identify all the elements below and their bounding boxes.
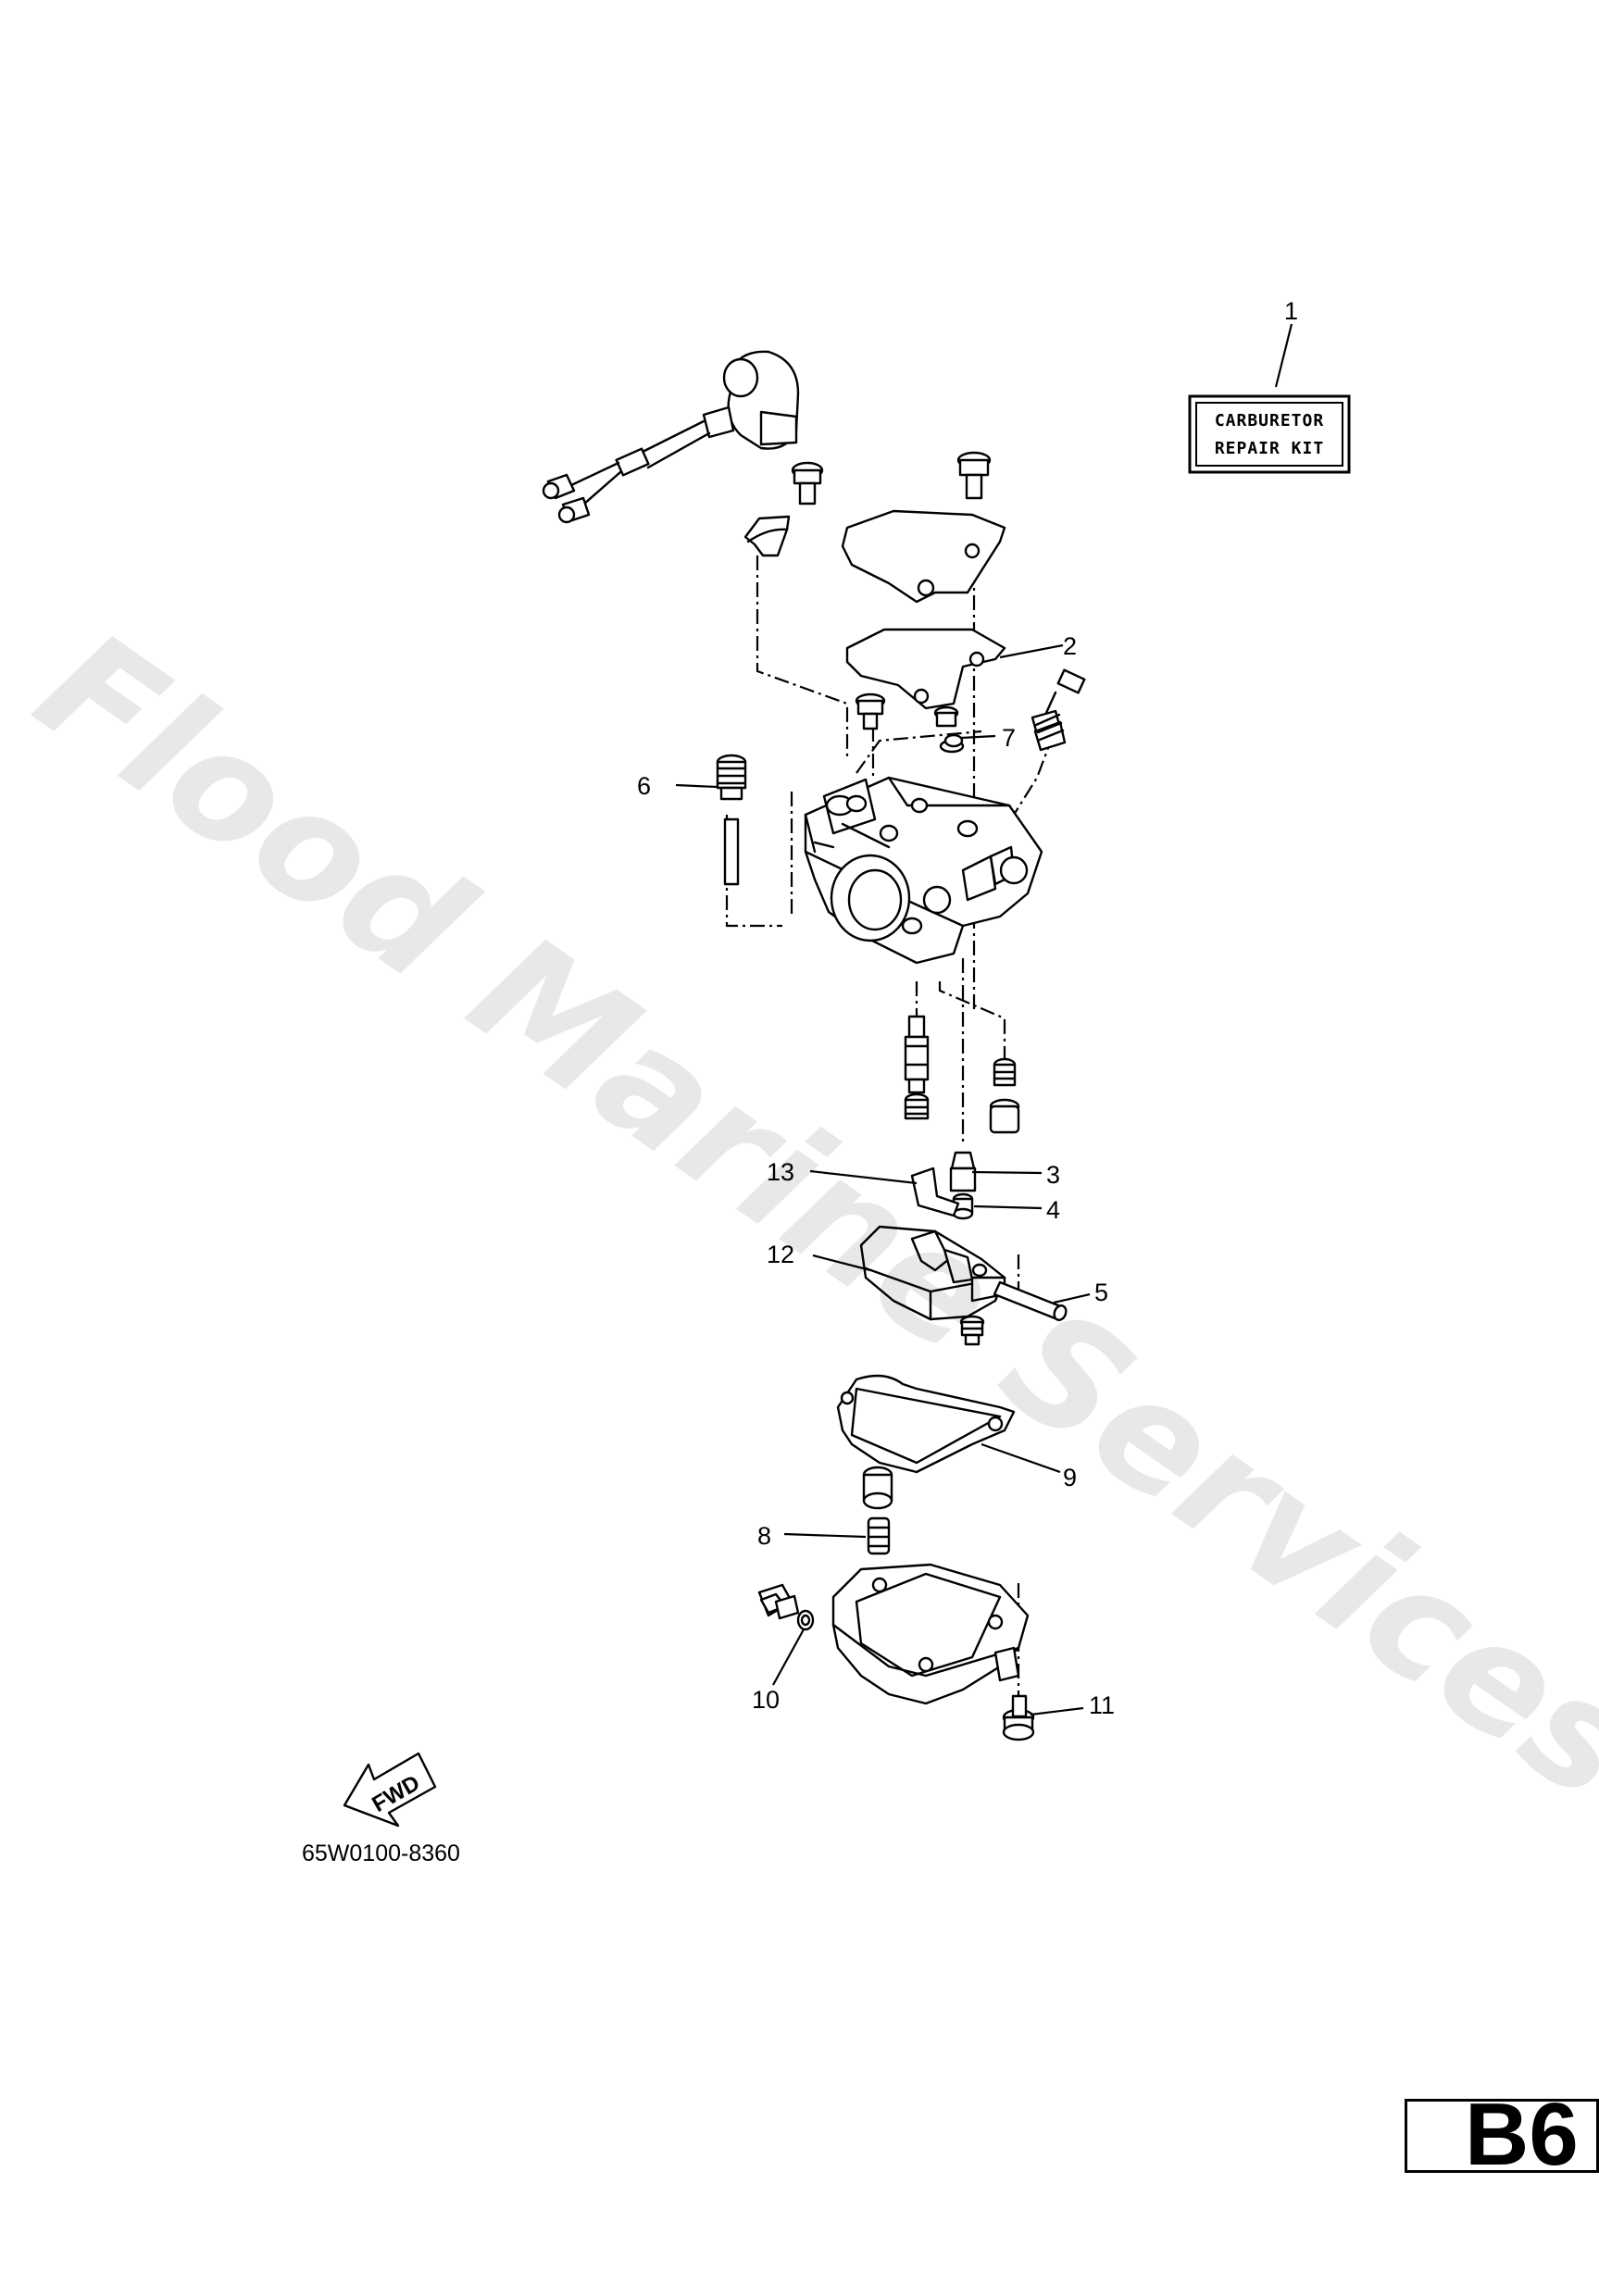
fwd-arrow-icon: FWD [343,1752,437,1828]
watermark-text: Flood Marine Services [7,597,1599,1835]
page-badge-label: B6 [1465,2085,1579,2184]
cover-plate [841,509,1006,604]
callout-10: 10 [752,1686,780,1714]
float-chamber [831,1563,1030,1705]
callout-9: 9 [1063,1464,1077,1491]
top-screws [791,451,992,505]
pilot-screw-assembly [1031,668,1086,752]
callout-13: 13 [767,1158,794,1186]
drain-screw-10 [757,1583,815,1631]
page-badge: B6 [1405,2090,1599,2179]
gasket-2 [845,628,1006,710]
callout-leaders [675,323,1293,1716]
fuel-elbow-assembly [542,350,800,524]
o-ring-7 [943,733,964,748]
callout-8: 8 [757,1522,771,1550]
float-pin-5 [993,1280,1068,1321]
callout-6: 6 [637,772,651,800]
drawing-code: 65W0100-8360 [302,1841,460,1866]
kit-label-line2: REPAIR KIT [1215,439,1324,458]
jet-6 [716,754,747,886]
float-12 [859,1225,1006,1321]
pilot-jet [989,1057,1020,1134]
callout-numbers: 1 2 3 4 5 6 7 8 9 10 11 12 13 [637,297,1298,1719]
kit-label-line1: CARBURETOR [1215,411,1324,430]
callout-1: 1 [1284,297,1298,325]
callout-5: 5 [1094,1279,1108,1306]
clip-13 [910,1167,960,1217]
exploded-carburetor-diagram: 1 2 3 4 5 6 7 8 9 10 11 12 13 CARBURETOR… [7,297,1599,1866]
float-screw [959,1315,985,1346]
assembly-leader-lines [725,542,1053,1708]
callout-7: 7 [1002,724,1016,752]
callout-11: 11 [1089,1691,1115,1719]
callout-4: 4 [1046,1196,1060,1224]
spring-8-assembly [862,1466,893,1555]
repair-kit-label: CARBURETOR REPAIR KIT [1188,394,1351,474]
parts-diagram-page: 1 2 3 4 5 6 7 8 9 10 11 12 13 CARBURETOR… [6,297,1599,2179]
main-nozzle [904,1015,930,1120]
needle-valve-3 [949,1151,977,1192]
callout-12: 12 [767,1241,794,1268]
throttle-clip [743,515,791,557]
carburetor-body [804,776,1043,965]
screw-11 [1002,1694,1035,1741]
callout-2: 2 [1063,632,1077,660]
float-chamber-gasket-9 [836,1374,1016,1474]
callout-3: 3 [1046,1161,1060,1189]
